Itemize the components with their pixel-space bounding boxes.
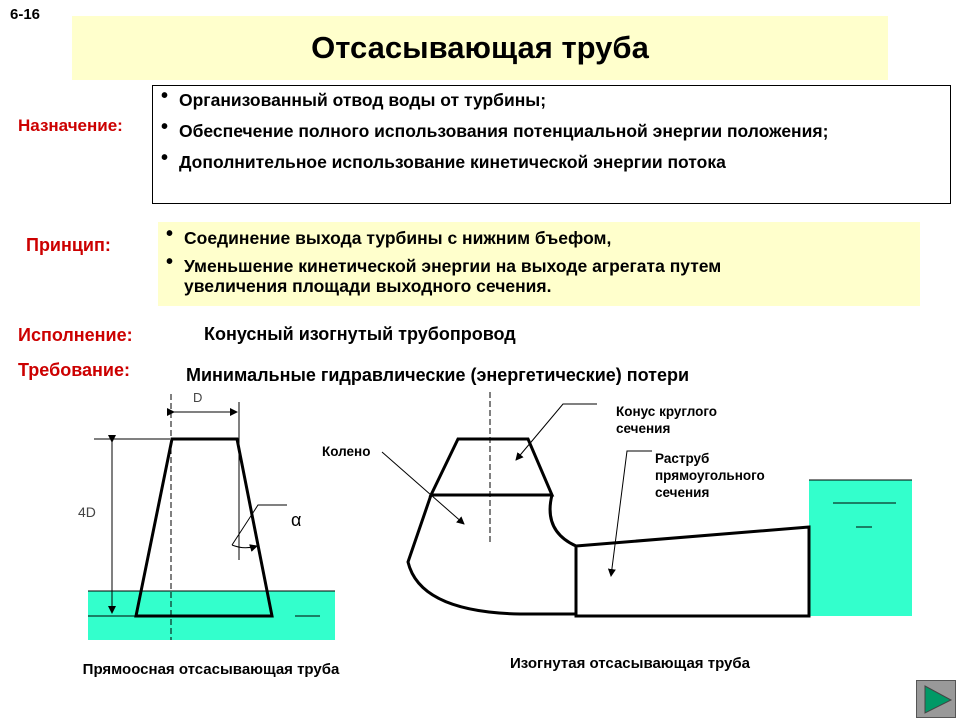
- cone-leader: [515, 403, 597, 461]
- bent-tube-caption: Изогнутая отсасывающая труба: [510, 655, 750, 672]
- principle-item: Уменьшение кинетической энергии на выход…: [158, 252, 920, 296]
- straight-draft-tube-diagram: [88, 394, 335, 640]
- execution-value: Конусный изогнутый трубопровод: [204, 324, 516, 344]
- elbow-label: Колено: [322, 444, 371, 459]
- requirement-label: Требование:: [18, 360, 130, 380]
- elbow-leader: [381, 451, 465, 525]
- slide-number: 6-16: [10, 6, 41, 23]
- angle-leader: [231, 504, 287, 546]
- straight-tube-caption: Прямоосная отсасывающая труба: [82, 661, 340, 678]
- page-title: Отсасывающая труба: [311, 30, 649, 65]
- diffuser-section: [574, 525, 811, 618]
- requirement-value: Минимальные гидравлические (энергетическ…: [186, 365, 690, 385]
- tailwater-right: [809, 480, 912, 616]
- elbow-inner-wall: [548, 494, 577, 548]
- angle-alpha-label: α: [291, 510, 302, 530]
- elbow-outer-wall: [406, 494, 576, 616]
- bent-draft-tube-diagram: [381, 392, 912, 618]
- purpose-item: Организованный отвод воды от турбины;: [153, 86, 950, 110]
- purpose-box: Организованный отвод воды от турбины; Об…: [152, 85, 951, 204]
- execution-label: Исполнение:: [18, 325, 133, 345]
- cone-section: [428, 437, 555, 497]
- title-banner: Отсасывающая труба: [72, 16, 888, 80]
- straight-tube-outline: [134, 437, 274, 618]
- principle-label: Принцип:: [26, 235, 111, 255]
- purpose-label: Назначение:: [18, 116, 123, 135]
- dim-4d-label: 4D: [78, 504, 96, 520]
- principle-item: Соединение выхода турбины с нижним бъефо…: [158, 224, 920, 248]
- purpose-item: Обеспечение полного использования потенц…: [153, 117, 950, 141]
- diffuser-leader: [607, 450, 652, 577]
- principle-box: Соединение выхода турбины с нижним бъефо…: [158, 222, 920, 306]
- purpose-item: Дополнительное использование кинетическо…: [153, 148, 950, 172]
- diffuser-label: Раструб прямоугольного сечения: [655, 451, 765, 500]
- play-arrow-icon: [924, 685, 953, 714]
- angle-arc: [231, 544, 258, 552]
- cone-label: Конус круглого сечения: [616, 404, 718, 436]
- dim-d-label: D: [193, 390, 203, 405]
